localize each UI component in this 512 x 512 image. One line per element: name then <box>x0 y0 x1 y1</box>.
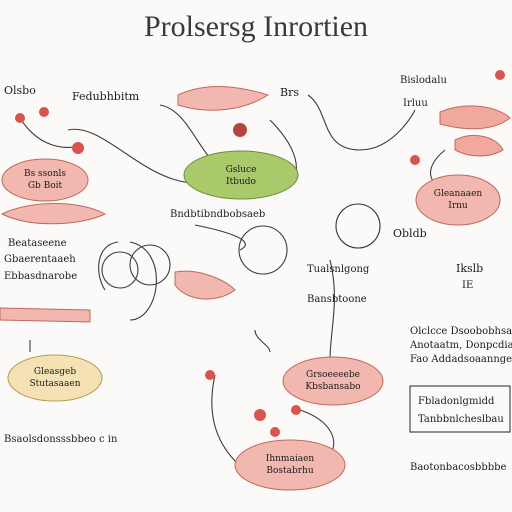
center-node: Gsluce Itbudo <box>183 150 299 200</box>
organ-shape-middle <box>174 270 236 300</box>
droplet-icon <box>410 155 420 165</box>
organ-shape-top-center <box>177 86 270 111</box>
droplet-icon <box>39 107 49 117</box>
left-node-line1: Bs ssonls <box>24 169 66 179</box>
droplet-icon <box>495 70 505 80</box>
label-left-small-c: Ebbasdnarobe <box>4 271 77 282</box>
droplet-icon <box>270 427 280 437</box>
organ-shape-left <box>0 203 107 225</box>
droplet-icon <box>72 142 84 154</box>
right-node-line1: Gleanaaen <box>434 189 483 199</box>
bottom-node: Ihnmaiaen Bostabrhu <box>234 439 346 491</box>
label-left-small-b: Gbaerentaaeh <box>4 254 76 265</box>
label-bottom-right-text: Baotonbacosbbbbe <box>410 462 507 473</box>
droplet-icon <box>15 113 25 123</box>
bottom-node-line2: Bostabrhu <box>266 466 313 476</box>
label-center-text-a: Tualsnlgong <box>307 264 370 275</box>
droplet-icon <box>254 409 266 421</box>
right-box: Fbladonlgmidd Tanbbnlcheslbau <box>409 385 511 433</box>
organ-shape-tube <box>0 307 91 323</box>
bottom-left-node: Gleasgeb Stutasaaen <box>7 354 103 402</box>
left-node-line2: Gb Boit <box>28 181 63 191</box>
label-top-left-a: Olsbo <box>4 84 36 97</box>
droplet-icon <box>291 405 301 415</box>
droplet-icons <box>15 70 505 437</box>
right-node-line2: Irnu <box>448 201 468 211</box>
droplet-icon <box>233 123 247 137</box>
label-top-right-a: Bislodalu <box>400 75 447 86</box>
right-node: Gleanaaen Irnu <box>415 174 501 226</box>
label-right-para-2: Anotaatm, Donpcdiab <box>409 340 512 351</box>
organ-shape-right <box>454 135 504 157</box>
label-middle-row: Bndbtibndbobsaeb <box>170 209 265 220</box>
label-top-left-b: Fedubhbitm <box>72 90 140 103</box>
organ-shapes <box>0 86 511 323</box>
label-right-text-d: IE <box>462 280 473 291</box>
center-node-line1: Gsluce <box>226 165 257 175</box>
bottom-left-node-line2: Stutasaaen <box>29 379 80 389</box>
loop-circles <box>101 203 381 289</box>
left-node: Bs ssonls Gb Boit <box>1 158 89 202</box>
organ-shape-top-right <box>439 105 511 130</box>
label-right-mid-a: Obldb <box>393 227 427 240</box>
diagram-title: Prolsersg Inrortien <box>144 10 368 43</box>
center-bottom-node: Grsoeeeebe Kbsbansabo <box>282 356 384 406</box>
labels: Olsbo Fedubhbitm Brs Bislodalu Irluu Bnd… <box>4 75 512 473</box>
bottom-node-line1: Ihnmaiaen <box>266 454 315 464</box>
right-box-line2: Tanbbnlcheslbau <box>418 414 504 425</box>
center-bottom-node-line2: Kbsbansabo <box>305 382 360 392</box>
label-top-right-b: Irluu <box>403 98 428 109</box>
label-right-para-1: Olclcce Dsoobobhsae <box>410 326 512 337</box>
bottom-left-node-line1: Gleasgeb <box>34 367 76 377</box>
center-bottom-node-line1: Grsoeeeebe <box>306 370 360 380</box>
droplet-icon <box>205 370 215 380</box>
label-bottom-left-text: Bsaolsdonsssbbeo c in <box>4 434 118 445</box>
center-node-line2: Itbudo <box>226 177 256 187</box>
label-top-center: Brs <box>280 86 299 99</box>
label-right-para-3: Fao Addadsoaannge <box>410 354 512 365</box>
label-left-small-a: Beataseene <box>8 238 67 249</box>
label-right-text-c: Ikslb <box>456 262 483 275</box>
right-box-line1: Fbladonlgmidd <box>418 396 495 407</box>
label-center-text-b: Bansbtoone <box>307 294 367 305</box>
